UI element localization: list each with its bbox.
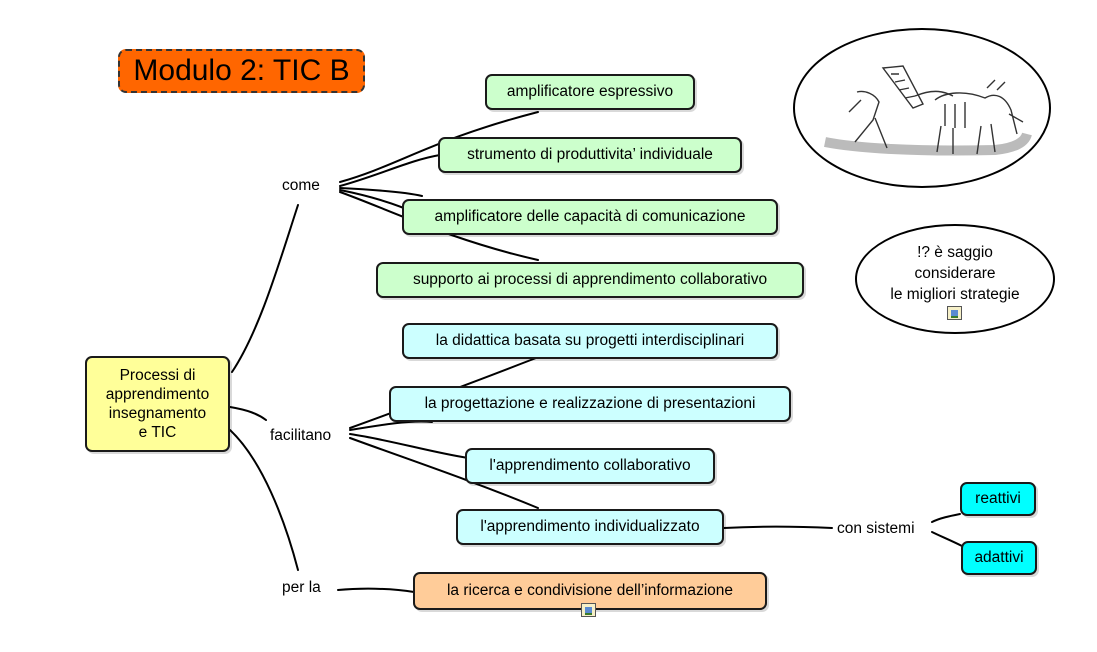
donkey-cart-illustration: [793, 28, 1051, 188]
note-line-2: considerare: [914, 265, 996, 282]
come-item-amplificatore-espressivo[interactable]: amplificatore espressivo: [485, 74, 695, 110]
note-line-3: le migliori strategie: [890, 286, 1020, 303]
image-attachment-icon[interactable]: [581, 603, 596, 617]
connector-con-sistemi: con sistemi: [837, 520, 915, 537]
central-node-line-1: Processi di: [119, 367, 196, 384]
come-item-strumento-produttivita[interactable]: strumento di produttivita’ individuale: [438, 137, 742, 173]
central-node-line-3: insegnamento: [108, 405, 207, 422]
map-title: Modulo 2: TIC B: [118, 49, 365, 93]
connector-come: come: [282, 177, 320, 194]
connector-facilitano: facilitano: [270, 427, 332, 444]
image-attachment-icon[interactable]: [947, 306, 962, 320]
facilitano-item-didattica-progetti[interactable]: la didattica basata su progetti interdis…: [402, 323, 778, 359]
facilitano-item-presentazioni[interactable]: la progettazione e realizzazione di pres…: [389, 386, 791, 422]
note-bubble[interactable]: !? è saggio considerare le migliori stra…: [855, 224, 1055, 334]
per-la-item-ricerca-condivisione[interactable]: la ricerca e condivisione dell’informazi…: [413, 572, 767, 610]
central-node-line-4: e TIC: [138, 424, 177, 441]
come-item-supporto-collaborativo[interactable]: supporto ai processi di apprendimento co…: [376, 262, 804, 298]
connector-per-la: per la: [282, 579, 321, 596]
note-line-1: !? è saggio: [917, 244, 993, 261]
facilitano-item-apprendimento-collaborativo[interactable]: l'apprendimento collaborativo: [465, 448, 715, 484]
central-node-line-2: apprendimento: [105, 386, 210, 403]
sistemi-item-adattivi[interactable]: adattivi: [961, 541, 1037, 575]
come-item-amplificatore-comunicazione[interactable]: amplificatore delle capacità di comunica…: [402, 199, 778, 235]
facilitano-item-apprendimento-individualizzato[interactable]: l'apprendimento individualizzato: [456, 509, 724, 545]
sistemi-item-reattivi[interactable]: reattivi: [960, 482, 1036, 516]
central-node[interactable]: Processi di apprendimento insegnamento e…: [85, 356, 230, 452]
